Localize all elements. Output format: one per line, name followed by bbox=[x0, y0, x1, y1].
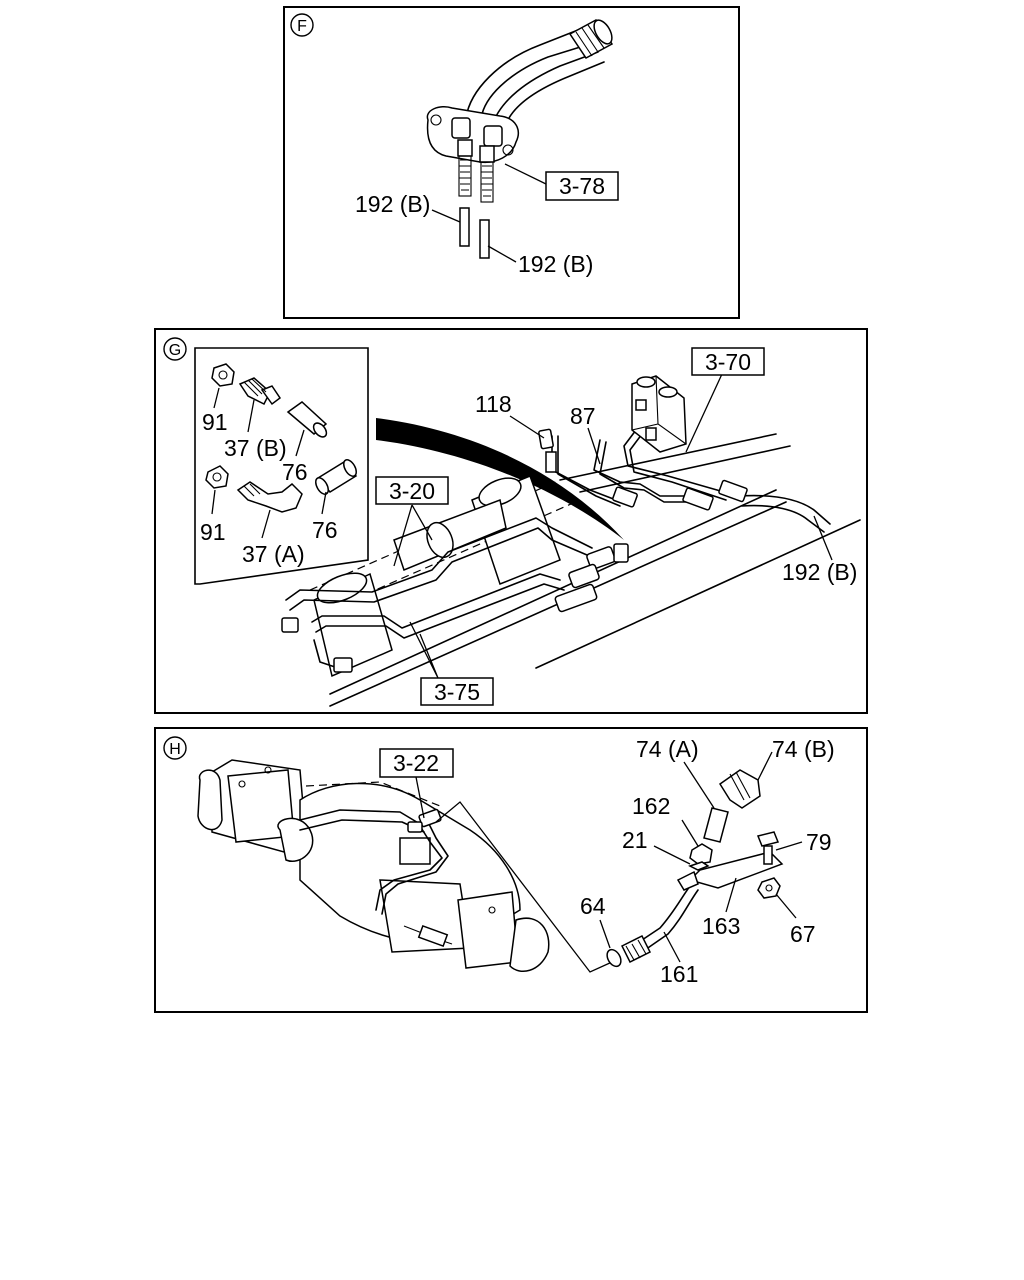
air-tank-rear bbox=[313, 572, 393, 678]
ref-box-3-20 bbox=[375, 476, 449, 505]
ref-3-78: 3-78 bbox=[559, 173, 605, 199]
label-79: 79 bbox=[806, 829, 832, 855]
panel-g-frame bbox=[154, 328, 868, 714]
label-192b-right: 192 (B) bbox=[518, 251, 593, 277]
hose-assembly-f bbox=[426, 19, 614, 259]
ref-box-3-78 bbox=[545, 171, 619, 201]
panel-g: G bbox=[154, 328, 868, 714]
ref-box-3-70 bbox=[691, 347, 765, 376]
ref-3-22: 3-22 bbox=[393, 750, 439, 776]
label-91-top: 91 bbox=[202, 409, 228, 435]
nut-162 bbox=[689, 843, 713, 865]
brake-pipes bbox=[285, 429, 831, 669]
ref-3-70: 3-70 bbox=[705, 349, 751, 375]
label-37a: 37 (A) bbox=[242, 541, 305, 567]
label-192b-left: 192 (B) bbox=[355, 191, 430, 217]
ref-box-3-75 bbox=[420, 677, 494, 706]
label-76-top: 76 bbox=[282, 459, 308, 485]
union-37b bbox=[238, 377, 282, 406]
sleeve-76-bottom bbox=[315, 459, 358, 495]
panel-f-marker: F bbox=[290, 13, 314, 37]
elbow-74b bbox=[718, 769, 761, 809]
elbow-37a bbox=[236, 481, 303, 513]
label-91-bottom: 91 bbox=[200, 519, 226, 545]
label-74a: 74 (A) bbox=[636, 736, 699, 762]
label-64: 64 bbox=[580, 893, 606, 919]
pipe-fittings bbox=[281, 428, 748, 673]
flex-hose-161 bbox=[620, 870, 699, 964]
label-161: 161 bbox=[660, 961, 698, 987]
axle-brake-pipes bbox=[299, 808, 449, 915]
threaded-connectors bbox=[458, 155, 494, 203]
connector-74a bbox=[703, 807, 729, 843]
valve-block bbox=[631, 375, 687, 453]
bolt-79 bbox=[756, 831, 780, 865]
label-163: 163 bbox=[702, 913, 740, 939]
washer-21 bbox=[688, 861, 710, 871]
panel-h-frame bbox=[154, 727, 868, 1013]
sleeve-76-top bbox=[286, 401, 328, 438]
label-118: 118 bbox=[475, 391, 512, 417]
bracket-163 bbox=[688, 851, 784, 889]
tube-192b-right bbox=[479, 219, 490, 259]
label-67: 67 bbox=[790, 921, 816, 947]
nut-67 bbox=[757, 877, 781, 899]
panel-f: F bbox=[283, 6, 740, 319]
panel-g-marker: G bbox=[163, 337, 187, 361]
panel-f-frame bbox=[283, 6, 740, 319]
panel-h-marker: H bbox=[163, 736, 187, 760]
detail-inset-frame bbox=[194, 347, 369, 585]
panel-h-id: H bbox=[169, 741, 181, 758]
nut-91-bottom bbox=[205, 465, 229, 489]
panel-h: H bbox=[154, 727, 868, 1013]
label-162: 162 bbox=[632, 793, 670, 819]
inset-parts bbox=[205, 363, 358, 513]
label-74b: 74 (B) bbox=[772, 736, 835, 762]
label-192b: 192 (B) bbox=[782, 559, 857, 585]
label-37b: 37 (B) bbox=[224, 435, 287, 461]
rear-axle-housing bbox=[197, 759, 550, 972]
label-76-bottom: 76 bbox=[312, 517, 338, 543]
label-87: 87 bbox=[570, 403, 596, 429]
nut-91-top bbox=[211, 363, 235, 387]
corrugated-hose-end bbox=[568, 19, 614, 59]
detail-callout-wedge bbox=[376, 418, 624, 540]
panel-f-id: F bbox=[297, 18, 307, 35]
tube-192b-left bbox=[459, 207, 470, 247]
label-21: 21 bbox=[622, 827, 648, 853]
ref-3-75: 3-75 bbox=[434, 679, 480, 705]
mounting-flange bbox=[426, 106, 520, 164]
o-ring-64 bbox=[606, 948, 622, 968]
ref-3-20: 3-20 bbox=[389, 478, 435, 504]
panel-g-id: G bbox=[169, 342, 181, 359]
air-tank-middle bbox=[393, 498, 507, 571]
